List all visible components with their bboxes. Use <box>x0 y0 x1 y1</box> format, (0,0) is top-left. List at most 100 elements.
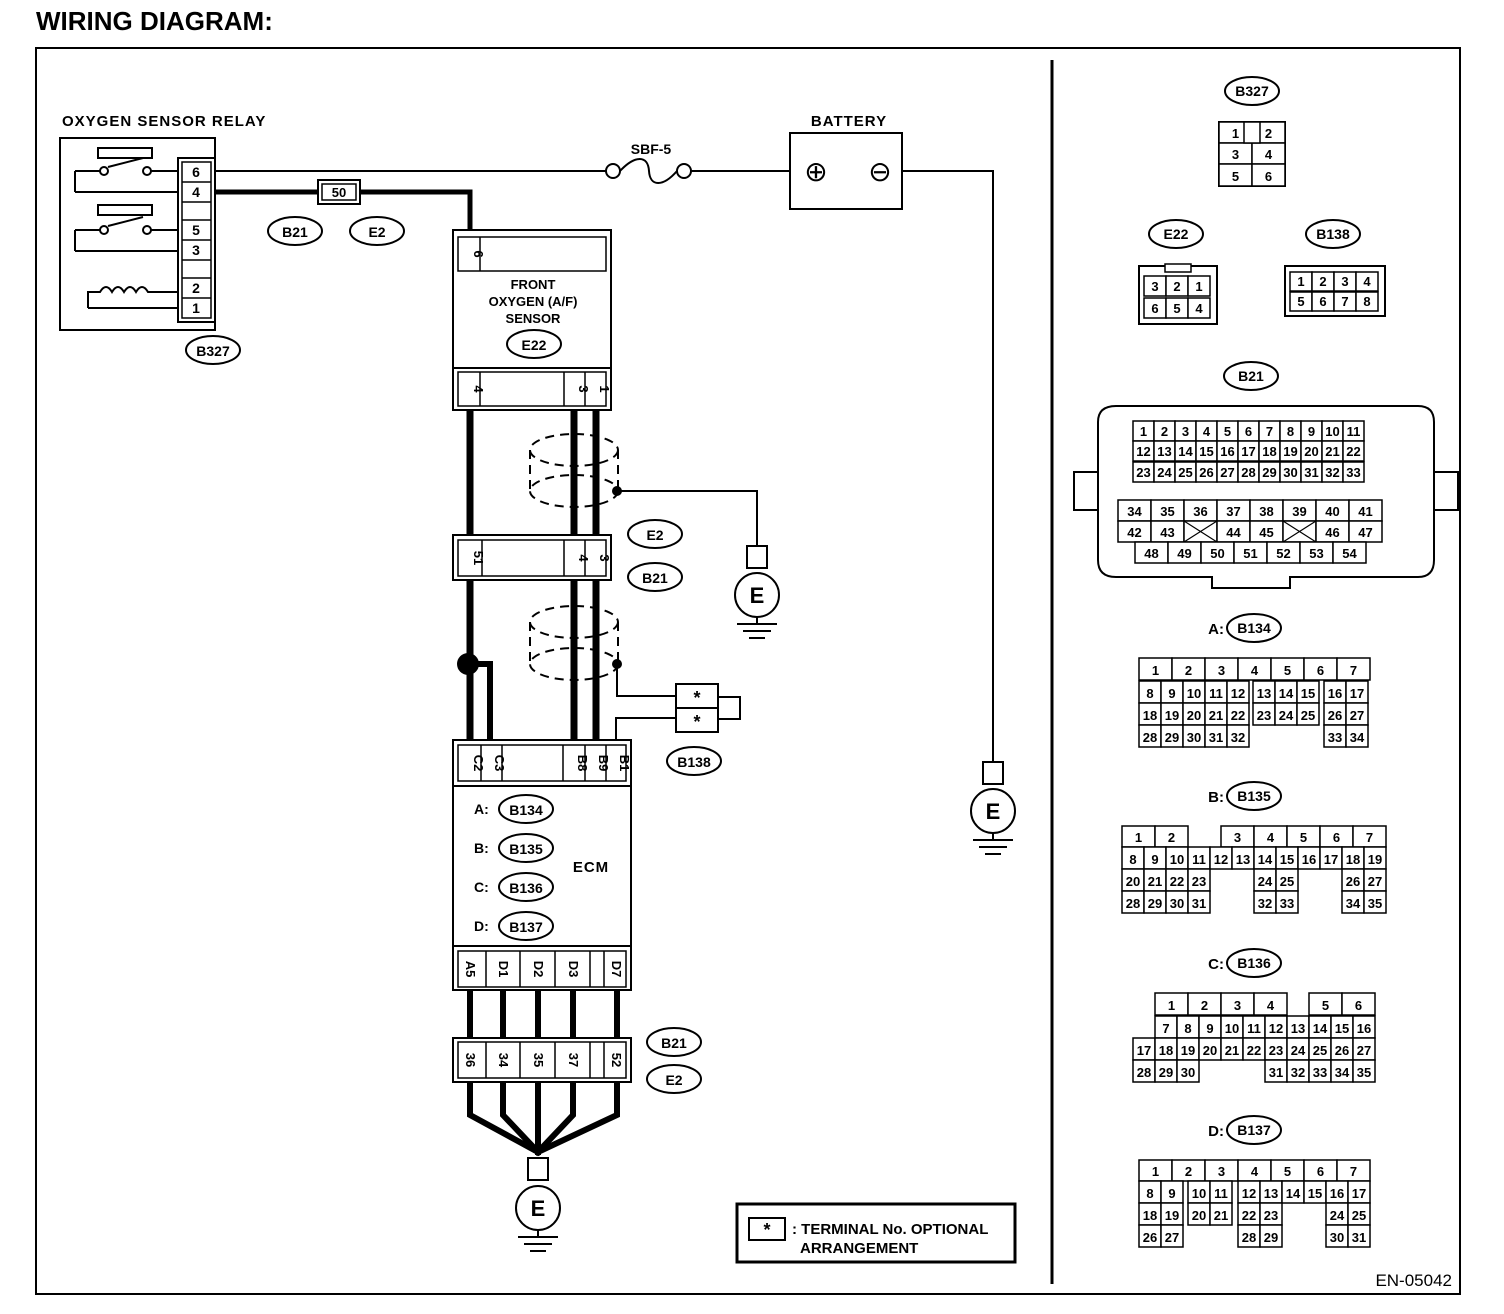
pin-number: 7 <box>1350 663 1357 678</box>
pin-number: 34 <box>1346 896 1361 911</box>
pin-number: 17 <box>1350 686 1364 701</box>
pin-number: 9 <box>1206 1021 1213 1036</box>
ground-icon: E <box>515 1157 561 1252</box>
pin-number: 27 <box>1350 708 1364 723</box>
pin-number: 1 <box>1168 998 1175 1013</box>
pin-number: 6 <box>1245 424 1252 439</box>
pin-number: 15 <box>1308 1186 1322 1201</box>
pin-number: 12 <box>1242 1186 1256 1201</box>
ecm-pin: D1 <box>496 961 511 978</box>
pin-number: 7 <box>1366 830 1373 845</box>
pin-number: 27 <box>1357 1043 1371 1058</box>
connector-badge-text: B135 <box>509 841 543 857</box>
legend-text: ARRANGEMENT <box>800 1240 918 1257</box>
pin-number: 5 <box>1224 424 1231 439</box>
pin-number: 18 <box>1143 1208 1157 1223</box>
pin-number: 31 <box>1304 465 1318 480</box>
pin-number: 25 <box>1352 1208 1366 1223</box>
pin-number: 3 <box>1232 147 1239 162</box>
pin-number: 17 <box>1324 852 1338 867</box>
pin-number: 29 <box>1262 465 1276 480</box>
connector-badge <box>646 1027 702 1057</box>
pin-number: 23 <box>1136 465 1150 480</box>
pin-number: 26 <box>1346 874 1360 889</box>
pin-number: 2 <box>1161 424 1168 439</box>
pin-number: 2 <box>1319 274 1326 289</box>
pin-number: 34 <box>1127 504 1142 519</box>
pin-number: 12 <box>1269 1021 1283 1036</box>
connector-badge-text: B138 <box>677 754 711 770</box>
pin-number: 13 <box>1257 686 1271 701</box>
connector-badge-text: B21 <box>661 1035 687 1051</box>
connector-badge-text: B136 <box>1237 955 1271 971</box>
pin-number: 24 <box>1157 465 1172 480</box>
joint-connector-50: 50 B21 E2 <box>267 179 405 246</box>
optional-pin-symbol: * <box>693 712 700 732</box>
pin-number: 18 <box>1159 1043 1173 1058</box>
pin-number: 26 <box>1199 465 1213 480</box>
pin-number: 1 <box>1140 424 1147 439</box>
pin-number: 30 <box>1170 896 1184 911</box>
front-oxygen-sensor: 6 4 3 1 FRONT OXYGEN (A/F) SENSOR E22 <box>452 229 612 411</box>
relay-pin: 3 <box>192 242 200 258</box>
pin-number: 25 <box>1178 465 1192 480</box>
pin-number: 24 <box>1330 1208 1345 1223</box>
fuse-label: SBF-5 <box>631 141 672 157</box>
pin-number: 38 <box>1259 504 1273 519</box>
pin-number: 6 <box>1317 663 1324 678</box>
pin-number: 11 <box>1247 1021 1261 1036</box>
pin-number: 24 <box>1291 1043 1306 1058</box>
pin-number: 5 <box>1173 301 1180 316</box>
document-code: EN-05042 <box>1375 1271 1452 1290</box>
pin-number: 14 <box>1279 686 1294 701</box>
pin-number: 10 <box>1192 1186 1206 1201</box>
pin-number: 25 <box>1301 708 1315 723</box>
pin-number: 13 <box>1236 852 1250 867</box>
legend-text: : TERMINAL No. OPTIONAL <box>792 1221 988 1238</box>
pin-number: 12 <box>1231 686 1245 701</box>
pin-number: 28 <box>1143 730 1157 745</box>
pin-number: 18 <box>1143 708 1157 723</box>
pin-number: 19 <box>1165 1208 1179 1223</box>
pin-number: 1 <box>1152 1164 1159 1179</box>
pin-number: 8 <box>1129 852 1136 867</box>
relay-label: OXYGEN SENSOR RELAY <box>62 113 266 130</box>
pin-number: 5 <box>1297 294 1304 309</box>
pin-number: 16 <box>1328 686 1342 701</box>
battery-plus-icon: ⊕ <box>804 156 827 187</box>
joint-pin: 52 <box>609 1053 624 1067</box>
pin-number: 20 <box>1203 1043 1217 1058</box>
connector-badge <box>1226 613 1282 643</box>
pin-number: 11 <box>1214 1186 1228 1201</box>
joint-pin: 35 <box>531 1053 546 1067</box>
ecm-pin: D7 <box>609 961 624 978</box>
pin-number: 12 <box>1136 444 1150 459</box>
connector-badge-text: B136 <box>509 880 543 896</box>
connector-badge <box>349 216 405 246</box>
sensor-label: FRONT <box>511 277 556 292</box>
connector-badge <box>185 335 241 365</box>
battery-label: BATTERY <box>811 113 887 130</box>
sensor-pin: 3 <box>576 385 591 392</box>
pin-number: 5 <box>1284 1164 1291 1179</box>
pin-number: 5 <box>1322 998 1329 1013</box>
ecm-connector-prefix: C: <box>474 879 489 895</box>
connector-badge-text: B21 <box>642 570 668 586</box>
pin-number: 32 <box>1325 465 1339 480</box>
pin-number: 4 <box>1203 424 1211 439</box>
pin-number: 4 <box>1267 998 1275 1013</box>
pin-number: 22 <box>1231 708 1245 723</box>
connector-badge <box>498 872 554 902</box>
ecm-pin: D3 <box>566 961 581 978</box>
pin-number: 2 <box>1201 998 1208 1013</box>
pin-number: 19 <box>1368 852 1382 867</box>
pin-number: 3 <box>1341 274 1348 289</box>
connector-prefix: D: <box>1208 1123 1224 1140</box>
pin-number: 22 <box>1170 874 1184 889</box>
pin-number: 4 <box>1251 663 1259 678</box>
pin-number: 18 <box>1346 852 1360 867</box>
pin-number: 19 <box>1181 1043 1195 1058</box>
